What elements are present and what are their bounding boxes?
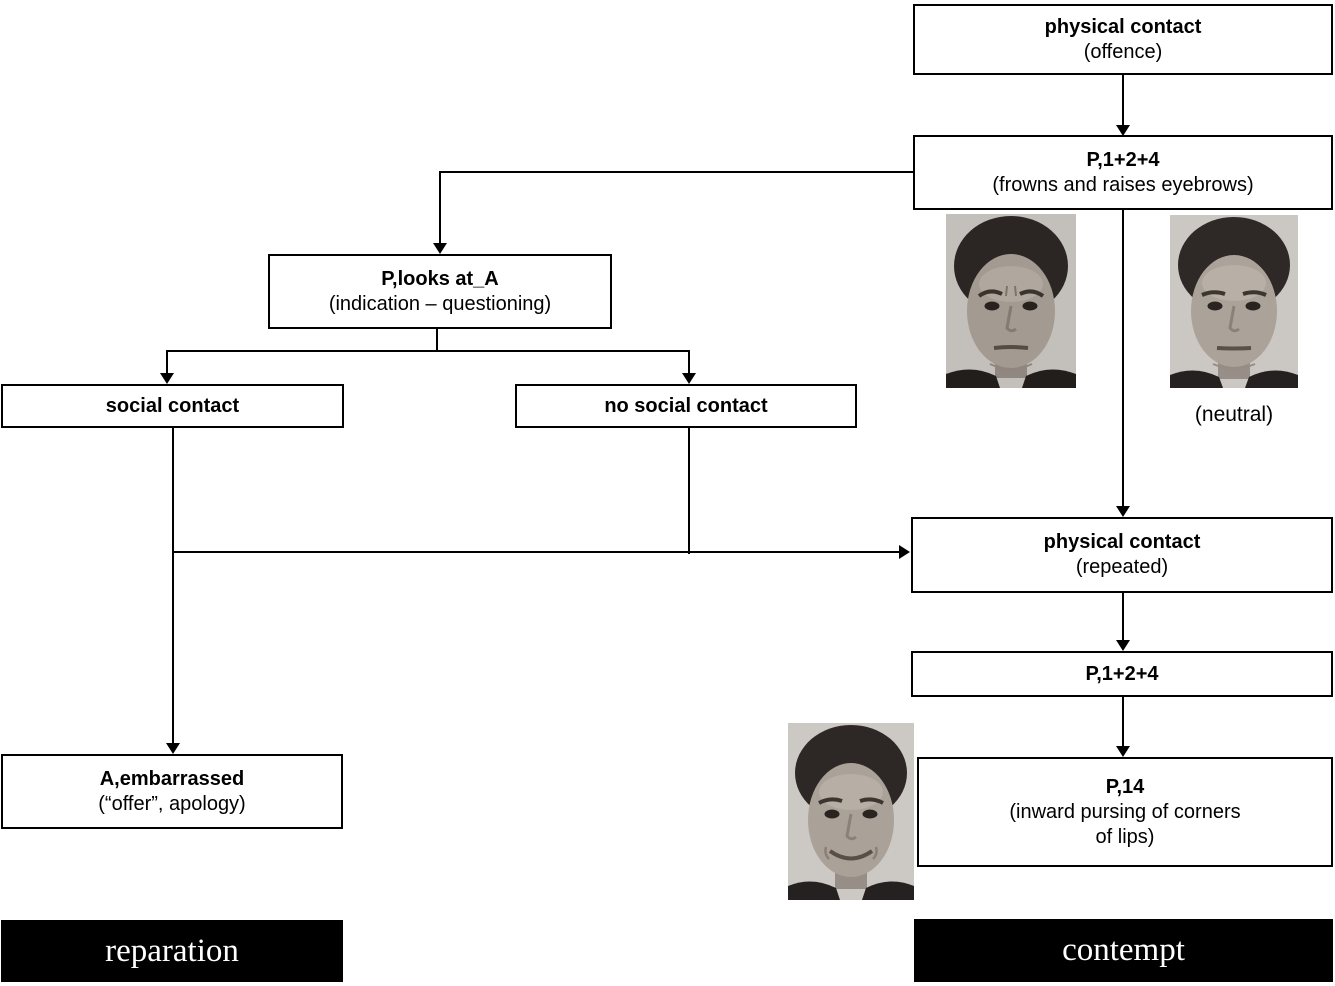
connector-looks-branch-stem [436, 329, 438, 352]
connector-frowns-to-looks-vertical [439, 171, 441, 243]
outcome-reparation: reparation [1, 920, 343, 982]
node-p14-subtitle-line1: (inward pursing of corners [1009, 800, 1241, 823]
smiling-face-illustration [788, 723, 914, 900]
node-p14-title: P,14 [1105, 775, 1145, 798]
node-physical-contact-repeated: physical contact (repeated) [911, 517, 1333, 593]
arrowhead-frowns-to-repeated [1116, 506, 1130, 517]
node-a-embarrassed: A,embarrassed (“offer”, apology) [1, 754, 343, 829]
node-no-social-contact-title: no social contact [604, 394, 768, 417]
arrowhead-branch-to-no-social [682, 373, 696, 384]
node-p14: P,14 (inward pursing of corners of lips) [917, 757, 1333, 867]
node-looks-at-a: P,looks at_A (indication – questioning) [268, 254, 612, 329]
connector-social-to-embarrassed [172, 427, 174, 744]
connector-p124-to-p14 [1122, 697, 1124, 747]
arrowhead-merge-to-repeated [899, 545, 910, 559]
connector-offence-to-frowns [1122, 75, 1124, 127]
node-p124-frowns-subtitle: (frowns and raises eyebrows) [992, 173, 1254, 196]
node-no-social-contact: no social contact [515, 384, 857, 428]
outcome-contempt: contempt [914, 919, 1333, 982]
arrowhead-repeated-to-p124 [1116, 640, 1130, 651]
node-physical-contact-offence: physical contact (offence) [913, 4, 1333, 75]
connector-branch-to-no-social [688, 350, 690, 374]
smiling-face-photo [788, 723, 914, 900]
node-physical-contact-repeated-subtitle: (repeated) [1075, 556, 1169, 578]
connector-frowns-to-looks-horizontal [439, 171, 913, 173]
node-looks-at-a-subtitle: (indication – questioning) [328, 292, 552, 315]
connector-no-social-to-merge [688, 427, 690, 554]
arrowhead-frowns-to-looks [433, 243, 447, 254]
connector-merge-to-repeated [172, 551, 899, 553]
neutral-caption: (neutral) [1194, 403, 1274, 426]
node-p14-subtitle-line2: of lips) [1095, 825, 1155, 848]
node-a-embarrassed-title: A,embarrassed [99, 767, 245, 790]
connector-branch-to-social [166, 350, 168, 374]
node-p124-second-title: P,1+2+4 [1085, 662, 1159, 685]
node-p124-frowns-title: P,1+2+4 [1086, 148, 1160, 171]
node-looks-at-a-title: P,looks at_A [381, 267, 499, 290]
frowning-face-illustration [946, 214, 1076, 388]
connector-frowns-to-repeated [1122, 210, 1124, 507]
node-social-contact: social contact [1, 384, 344, 428]
arrowhead-social-to-embarrassed [166, 743, 180, 754]
node-a-embarrassed-subtitle: (“offer”, apology) [98, 792, 246, 815]
neutral-face-photo [1170, 215, 1298, 388]
arrowhead-branch-to-social [160, 373, 174, 384]
arrowhead-p124-to-p14 [1116, 746, 1130, 757]
node-p124-second: P,1+2+4 [911, 651, 1333, 697]
neutral-face-illustration [1170, 215, 1298, 388]
connector-repeated-to-p124 [1122, 593, 1124, 641]
frowning-face-photo [946, 214, 1076, 388]
node-p124-frowns: P,1+2+4 (frowns and raises eyebrows) [913, 135, 1333, 210]
node-physical-contact-offence-title: physical contact [1044, 15, 1202, 38]
arrowhead-offence-to-frowns [1116, 125, 1130, 136]
connector-looks-branch-horizontal [166, 350, 690, 352]
node-physical-contact-offence-subtitle: (offence) [1083, 40, 1163, 63]
node-social-contact-title: social contact [105, 394, 240, 417]
node-physical-contact-repeated-title: physical contact [1043, 531, 1201, 553]
